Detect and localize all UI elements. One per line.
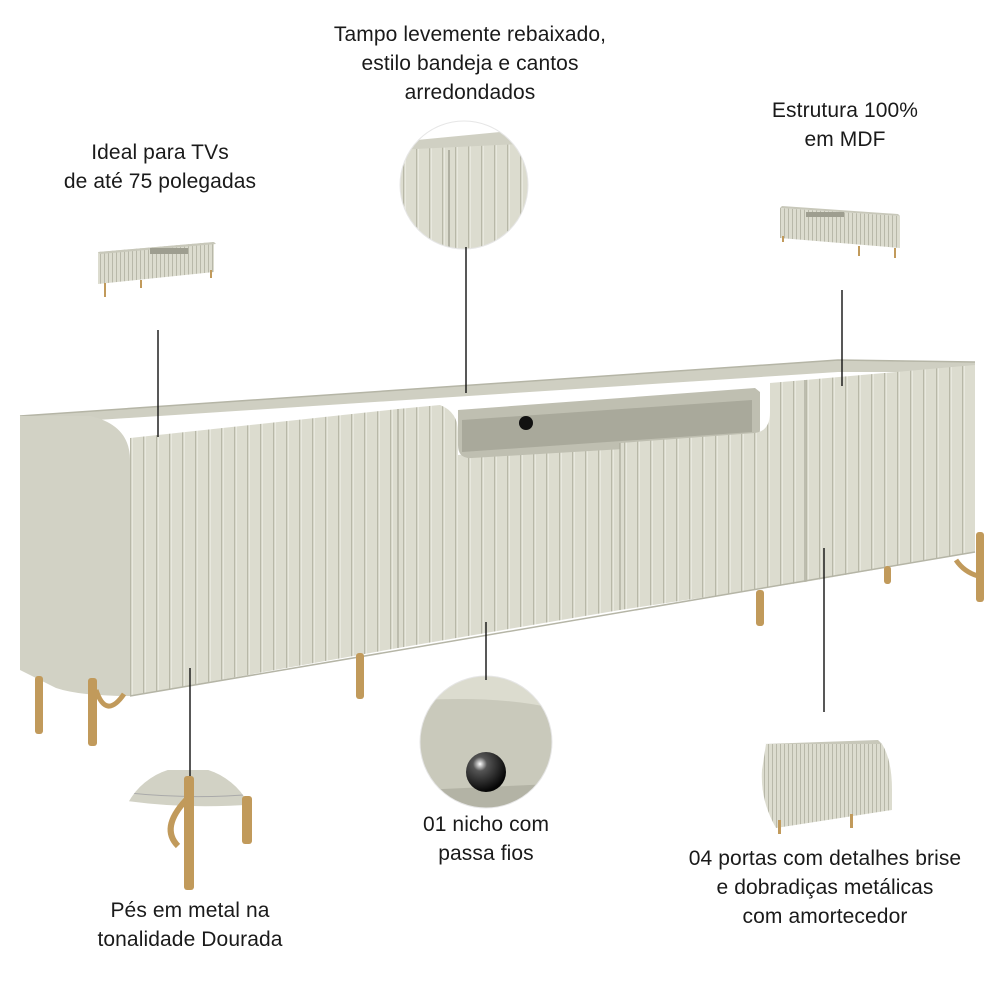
callout-line: e dobradiças metálicas: [716, 876, 934, 899]
foot-detail: [120, 770, 256, 890]
tv-size-thumbnail: [98, 242, 216, 297]
callout-line: em MDF: [804, 128, 886, 151]
cable-hole-icon: [466, 752, 506, 792]
callout-feet: Pés em metal na tonalidade Dourada: [60, 896, 320, 954]
door-left: [130, 409, 398, 696]
callout-structure: Estrutura 100% em MDF: [730, 96, 960, 154]
structure-thumbnail: [780, 206, 900, 258]
callout-line: 04 portas com detalhes brise: [688, 847, 962, 870]
doors-thumbnail: [761, 740, 892, 834]
callout-line: 01 nicho com: [422, 813, 550, 836]
callout-line: Tampo levemente rebaixado,: [333, 23, 607, 46]
callout-niche: 01 nicho com passa fios: [386, 810, 586, 868]
callout-line: com amortecedor: [742, 905, 908, 928]
leader-lines: [157, 247, 843, 776]
callout-line: arredondados: [404, 81, 536, 104]
callout-line: tonalidade Dourada: [97, 928, 283, 951]
gold-feet: [35, 532, 984, 746]
callout-line: Pés em metal na: [110, 899, 270, 922]
cabinet-top-tray: [20, 360, 975, 425]
cabinet-left-side: [20, 416, 130, 696]
door-center-right: [620, 380, 805, 610]
callout-line: de até 75 polegadas: [63, 170, 257, 193]
callout-doors: 04 portas com detalhes brise e dobradiça…: [655, 844, 995, 931]
door-center-left: [398, 405, 620, 648]
top-surface-detail: [399, 120, 529, 250]
callout-tv-size: Ideal para TVs de até 75 polegadas: [30, 138, 290, 196]
callout-top-surface: Tampo levemente rebaixado, estilo bandej…: [295, 20, 645, 107]
tv-rack-cabinet: [19, 359, 976, 697]
callout-line: estilo bandeja e cantos: [361, 52, 579, 75]
door-right: [805, 365, 975, 582]
callout-line: Estrutura 100%: [771, 99, 919, 122]
cable-hole: [519, 416, 533, 430]
niche-detail: [419, 675, 553, 809]
callout-line: Ideal para TVs: [91, 141, 229, 164]
callout-line: passa fios: [438, 842, 534, 865]
